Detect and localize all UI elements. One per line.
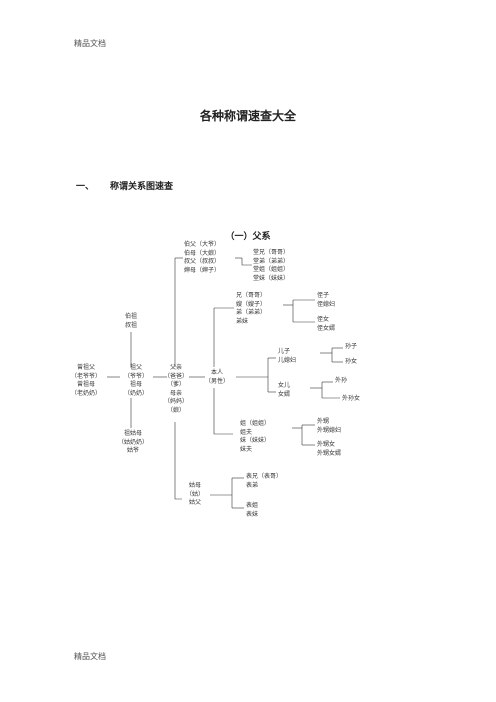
node-label: 侄子 bbox=[317, 292, 330, 299]
daughter-group: 女儿 女婿 bbox=[278, 382, 310, 399]
granddaughter-label: 孙女 bbox=[345, 358, 358, 365]
sister-son-group: 外甥 外甥媳妇 bbox=[317, 418, 361, 435]
section-heading: 称谓关系图速查 bbox=[110, 182, 174, 192]
uncles-group: 伯父（大爷） 伯母（大娘） 叔父（叔叔） 婶母（婶子） bbox=[184, 241, 238, 275]
node-label: 妹（妹妹） bbox=[240, 437, 271, 444]
node-label: 兄（哥哥） bbox=[236, 292, 267, 299]
node-label: （爷爷） bbox=[123, 372, 148, 380]
connector bbox=[213, 388, 233, 435]
page-header: 精品文档 bbox=[74, 39, 106, 48]
document-title: 各种称谓速查大全 bbox=[199, 109, 296, 123]
node-label: 叔父（叔叔） bbox=[184, 258, 221, 265]
connector bbox=[174, 422, 182, 500]
parents-group: 父亲 （爸爸） （爹） 母亲 （妈妈） （娘） bbox=[160, 364, 192, 415]
nieces-group: 侄女 侄女婿 bbox=[317, 316, 353, 333]
node-label: 外甥女 bbox=[317, 441, 336, 448]
sister-daughter-group: 外甥女 外甥女婿 bbox=[317, 441, 365, 458]
maternal-side-cousins-older-group: 表兄（表哥） 表弟 bbox=[246, 473, 306, 490]
node-label: （姑） bbox=[185, 490, 204, 498]
node-label: 表弟 bbox=[246, 481, 259, 489]
node-label: （姑奶奶） bbox=[117, 438, 148, 446]
node-label: （老奶奶） bbox=[70, 389, 101, 397]
node-label: 外甥媳妇 bbox=[317, 426, 342, 434]
great-grandparents-group: 曾祖父 （老爷爷） 曾祖母 （老奶奶） bbox=[62, 364, 110, 398]
maternal-side-cousins-female-group: 表姐 表妹 bbox=[246, 502, 286, 519]
sisters-group: 姐（姐姐） 姐夫 妹（妹妹） 妹夫 bbox=[240, 420, 292, 454]
node-label: 祖母 bbox=[129, 381, 142, 388]
node-label: 姑父 bbox=[188, 499, 201, 506]
node-label: 姐（姐姐） bbox=[240, 420, 271, 427]
node-label: 弟妹 bbox=[236, 317, 249, 325]
node-label: 堂姐（姐姐） bbox=[253, 266, 290, 273]
node-label: 曾祖父 bbox=[76, 364, 95, 371]
node-label: 姑母 bbox=[188, 482, 201, 489]
node-label: 儿媳妇 bbox=[278, 356, 297, 364]
son-group: 儿子 儿媳妇 bbox=[278, 348, 318, 365]
node-label: 堂兄（哥哥） bbox=[253, 249, 290, 256]
node-label: （老爷爷） bbox=[70, 372, 101, 380]
node-label: 姑爷 bbox=[126, 447, 139, 454]
node-label: 伯母（大娘） bbox=[184, 249, 221, 257]
subsection-heading: （一）父系 bbox=[225, 232, 271, 242]
connector bbox=[241, 258, 252, 266]
node-label: 母亲 bbox=[169, 389, 182, 397]
grandson-label: 孙子 bbox=[345, 343, 358, 350]
node-label: 妹夫 bbox=[240, 445, 253, 453]
node-label: （爹） bbox=[166, 381, 185, 388]
node-label: 侄媳妇 bbox=[317, 300, 336, 308]
node-label: 堂弟（弟弟） bbox=[253, 257, 290, 265]
node-label: 姐夫 bbox=[240, 428, 253, 436]
node-label: 侄女 bbox=[317, 316, 330, 323]
self-group: 本人 （男性） bbox=[200, 369, 234, 386]
node-label: （奶奶） bbox=[123, 389, 148, 397]
grandparents-group: 祖父 （爷爷） 祖母 （奶奶） bbox=[117, 364, 155, 398]
nephews-group: 侄子 侄媳妇 bbox=[317, 292, 353, 309]
outer-grandson-label: 外孙 bbox=[335, 377, 348, 384]
node-label: （爸爸） bbox=[163, 372, 188, 380]
node-label: 侄女婿 bbox=[317, 324, 336, 332]
node-label: 曾祖母 bbox=[76, 381, 95, 388]
node-label: 伯父（大爷） bbox=[184, 241, 221, 248]
node-label: 女婿 bbox=[278, 390, 291, 398]
paternal-cousins-group: 堂兄（哥哥） 堂弟（弟弟） 堂姐（姐姐） 堂妹（妹妹） bbox=[253, 249, 313, 283]
section-number: 一、 bbox=[76, 182, 95, 192]
node-label: 儿子 bbox=[278, 348, 291, 355]
great-uncles-group: 伯祖 叔祖 bbox=[116, 313, 146, 330]
node-label: 嫂（嫂子） bbox=[236, 300, 267, 308]
paternal-aunt-group: 姑母 （姑） 姑父 bbox=[180, 482, 210, 508]
node-label: 弟（弟弟） bbox=[236, 309, 267, 316]
node-label: 外甥 bbox=[317, 418, 330, 425]
great-aunt-group: 祖姑母 （姑奶奶） 姑爷 bbox=[113, 430, 153, 456]
node-label: 祖父 bbox=[129, 364, 142, 371]
node-label: 外甥女婿 bbox=[317, 449, 342, 457]
node-label: 祖姑母 bbox=[123, 430, 142, 437]
node-label: （男性） bbox=[204, 377, 229, 385]
node-label: 表妹 bbox=[246, 510, 259, 518]
outer-granddaughter-label: 外孙女 bbox=[342, 395, 361, 402]
node-label: 婶母（婶子） bbox=[184, 266, 221, 274]
node-label: 伯祖 bbox=[124, 313, 137, 320]
node-label: 表姐 bbox=[246, 502, 259, 509]
node-label: （妈妈） bbox=[163, 398, 188, 405]
siblings-group: 兄（哥哥） 嫂（嫂子） 弟（弟弟） 弟妹 bbox=[236, 292, 284, 326]
node-label: 表兄（表哥） bbox=[246, 473, 283, 480]
node-label: 叔祖 bbox=[124, 321, 137, 329]
node-label: 父亲 bbox=[169, 364, 182, 371]
node-label: （娘） bbox=[166, 406, 185, 414]
node-label: 本人 bbox=[210, 369, 223, 376]
node-label: 女儿 bbox=[278, 382, 291, 389]
node-label: 堂妹（妹妹） bbox=[253, 274, 290, 282]
page-footer: 精品文档 bbox=[74, 652, 106, 661]
